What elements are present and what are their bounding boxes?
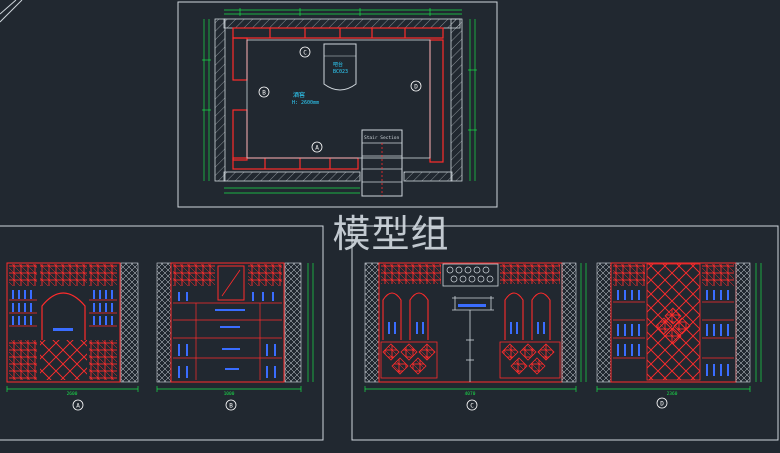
plan-fixture: 吧台 BC023 [323,43,357,91]
plan-view-markers [258,46,422,153]
fixture-label-2: BC023 [333,69,348,75]
elevation-d-dimension: 2360 [667,391,678,397]
floor-plan: Stair Section 吧台 BC023 酒窖 H: 2600mm A B … [177,1,498,208]
plan-frame [177,1,498,208]
elevations-ab: 2600 A [0,225,324,441]
elevations-ab-frame [0,225,324,441]
plan-marker-b: B [262,90,266,97]
elevation-b-marker-label: B [229,403,233,410]
room-name: 酒窖 [293,91,305,99]
plan-stair: Stair Section [361,129,403,197]
stair-label: Stair Section [364,135,400,141]
elevation-a-dimension: 2600 [67,391,78,397]
elevation-b-dimension: 1000 [224,391,235,397]
elevations-cd-frame [351,225,779,441]
plan-cabinets [232,27,444,170]
elevation-c-dimension: 4070 [465,391,476,397]
elevation-d-marker-label: D [660,401,664,408]
elevation-a-marker-label: A [76,403,80,410]
elevation-a-marker [72,399,84,411]
plan-marker-c: C [303,50,307,57]
corner-leader-lines [0,0,23,23]
elevation-c-marker-label: C [470,403,474,410]
plan-marker-a: A [315,145,319,152]
elevation-d-marker [656,397,668,409]
elevation-c: 4070 C [364,262,587,411]
elevations-cd: 4070 C [351,225,779,441]
plan-room-outline [246,39,431,159]
elevation-d: 2360 D [596,262,762,409]
plan-dimension-lines [202,8,477,194]
plan-marker-d: D [414,84,418,91]
elevation-a: 2600 A [6,262,139,411]
elevation-b: 1000 B [156,262,314,411]
elevation-c-marker [466,399,478,411]
plan-walls [214,18,463,182]
room-height-note: H: 2600mm [292,100,319,106]
watermark-text: 模型组 [332,212,450,256]
fixture-label-1: 吧台 [333,61,343,68]
elevation-b-marker [225,399,237,411]
